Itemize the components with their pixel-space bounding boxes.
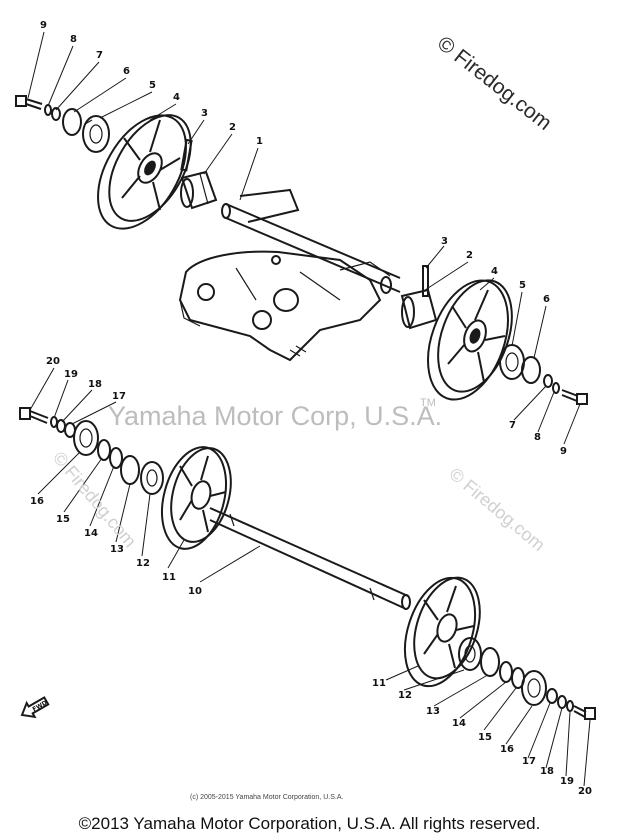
callout: 13 — [426, 706, 440, 717]
bracket-2-left — [180, 170, 218, 210]
ring-13-right — [480, 647, 500, 677]
callout: 8 — [70, 34, 77, 45]
callout: 7 — [96, 50, 103, 61]
callout: 3 — [441, 236, 448, 247]
footer-copyright: ©2013 Yamaha Motor Corporation, U.S.A. A… — [78, 814, 541, 833]
firedog-watermark-faint: © Firedog.com — [445, 464, 548, 555]
callout: 1 — [256, 136, 263, 147]
bolt-20-left — [19, 407, 49, 424]
callout: 6 — [543, 294, 550, 305]
idler-wheel-4-left — [97, 114, 192, 230]
upper-idler-assembly — [15, 95, 588, 405]
callout: 20 — [578, 786, 592, 797]
callout: 17 — [522, 756, 536, 767]
callout: 16 — [30, 496, 44, 507]
callout: 15 — [478, 732, 492, 743]
circlip-6-left — [62, 108, 82, 136]
firedog-watermark: © Firedog.com — [433, 32, 556, 135]
callout: 3 — [201, 108, 208, 119]
bearing-16-left — [73, 420, 99, 456]
washer-8-left — [44, 104, 52, 116]
yamaha-watermark: Yamaha Motor Corp, U.S.A. — [108, 401, 442, 431]
sprocket-wheel-11-right — [403, 576, 481, 688]
washer-8-right — [552, 382, 560, 394]
bolt-20-right — [573, 705, 596, 720]
callout: 4 — [491, 266, 498, 277]
callouts-top-left: 9 8 7 6 5 4 3 2 1 — [40, 20, 263, 147]
collar-7-right — [543, 374, 553, 388]
collar-18-right — [557, 695, 567, 709]
spacer-17-right — [546, 688, 558, 704]
callout: 19 — [560, 776, 574, 787]
collar-7-left — [51, 107, 61, 121]
callout: 9 — [560, 446, 567, 457]
bolt-9-left — [15, 95, 43, 110]
callout: 18 — [540, 766, 554, 777]
callout: 12 — [398, 690, 412, 701]
fwd-label: FWD — [31, 699, 48, 713]
callout: 16 — [500, 744, 514, 755]
callout: 7 — [509, 420, 516, 431]
callout: 6 — [123, 66, 130, 77]
washer-14-right — [499, 661, 513, 683]
swing-arm-frame-1 — [178, 188, 401, 362]
yamaha-tm-mark: TM — [420, 397, 436, 409]
ring-13-left — [120, 455, 140, 485]
callout: 14 — [84, 528, 98, 539]
callout: 5 — [149, 80, 156, 91]
forward-arrow-icon: FWD — [20, 696, 50, 719]
callout: 20 — [46, 356, 60, 367]
idler-wheel-4-right — [427, 279, 513, 401]
pin-3-left — [180, 138, 193, 172]
bearing-12-left — [140, 461, 164, 495]
pin-3-right — [422, 265, 429, 297]
callouts-bottom-right: 11 12 13 14 15 16 17 18 19 20 — [372, 678, 592, 797]
washer-14-left — [109, 447, 123, 469]
callout: 18 — [88, 379, 102, 390]
circlip-6-right — [521, 356, 541, 384]
collar-18-left — [56, 419, 66, 433]
bearing-5-left — [82, 115, 110, 153]
callout: 15 — [56, 514, 70, 525]
callout: 14 — [452, 718, 466, 729]
rear-axle-10 — [209, 507, 411, 610]
callout: 4 — [173, 92, 180, 103]
callout: 2 — [229, 122, 236, 133]
callout: 5 — [519, 280, 526, 291]
callout: 17 — [112, 391, 126, 402]
bolt-9-right — [561, 389, 588, 405]
bearing-5-right — [499, 344, 525, 380]
callout: 2 — [466, 250, 473, 261]
rear-axle-assembly — [19, 407, 596, 720]
sprocket-wheel-11-left — [161, 446, 232, 550]
callouts-bottom-left: 20 19 18 17 16 15 14 13 12 11 10 — [30, 356, 202, 597]
leader-lines — [27, 31, 591, 787]
circlip-15-left — [97, 439, 111, 461]
callout: 10 — [188, 586, 202, 597]
bearing-16-right — [521, 670, 547, 706]
callouts-top-right: 3 2 4 5 6 7 8 9 — [441, 236, 567, 457]
callout: 19 — [64, 369, 78, 380]
washer-19-right — [566, 700, 574, 712]
callout: 8 — [534, 432, 541, 443]
callout: 11 — [162, 572, 176, 583]
bracket-2-right — [400, 288, 438, 330]
bearing-12-right — [458, 637, 482, 671]
small-copyright: (c) 2005-2015 Yamaha Motor Corporation, … — [190, 794, 343, 801]
callout: 11 — [372, 678, 386, 689]
callout: 12 — [136, 558, 150, 569]
callout: 13 — [110, 544, 124, 555]
callout: 9 — [40, 20, 47, 31]
